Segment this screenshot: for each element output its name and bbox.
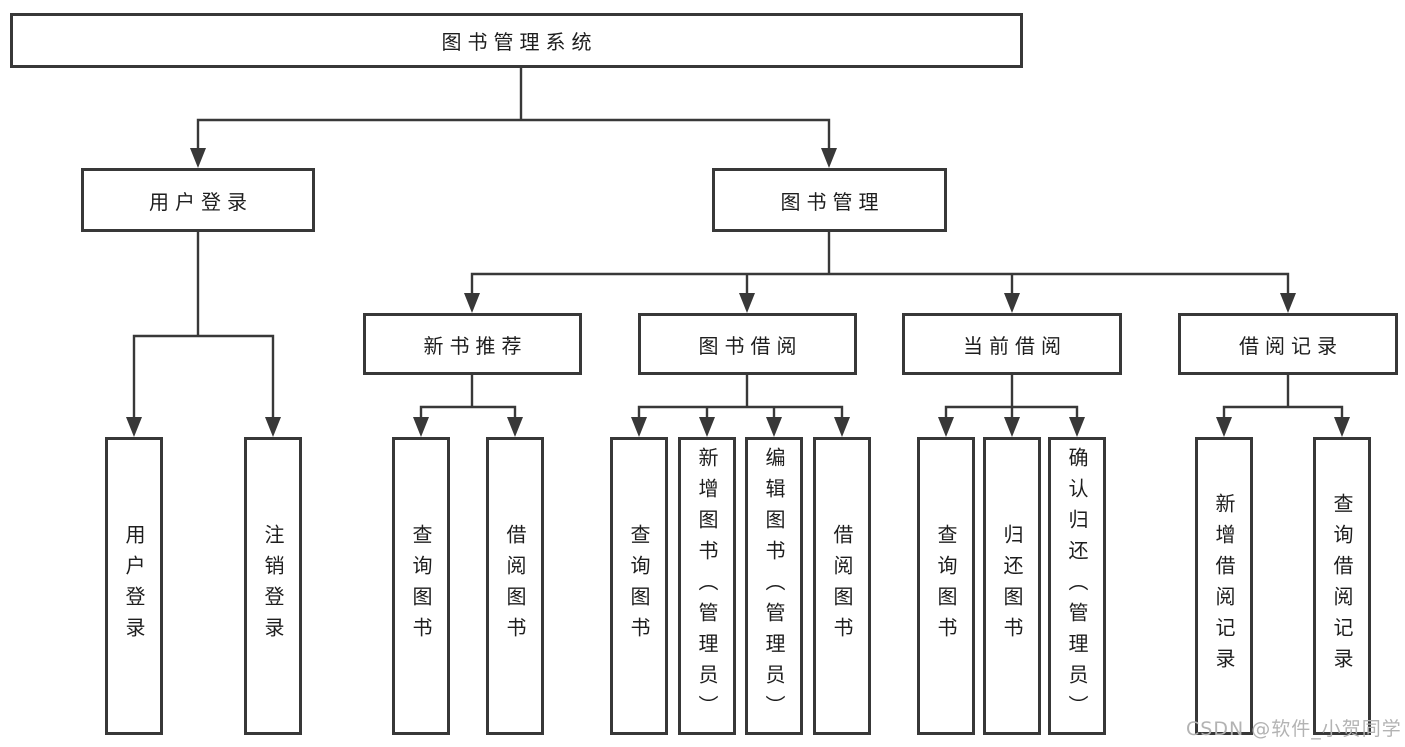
leaf-borrow-book-2: 借阅图书 xyxy=(813,437,871,735)
leaf-query-borrow-record: 查询借阅记录 xyxy=(1313,437,1371,735)
node-label: 新增图书（管理员） xyxy=(695,446,719,726)
node-label: 编辑图书（管理员） xyxy=(762,446,786,726)
node-label: 查询图书 xyxy=(627,524,651,648)
node-label: 图书管理 xyxy=(780,189,885,214)
node-label: 借阅图书 xyxy=(830,524,854,648)
leaf-query-book-2: 查询图书 xyxy=(610,437,668,735)
leaf-borrow-book-1: 借阅图书 xyxy=(486,437,544,735)
node-borrow-record: 借阅记录 xyxy=(1178,313,1398,375)
node-current-borrow: 当前借阅 xyxy=(902,313,1122,375)
node-label: 借阅记录 xyxy=(1239,333,1343,358)
node-library-management-system: 图书管理系统 xyxy=(10,13,1023,68)
node-new-book-recommend: 新书推荐 xyxy=(363,313,582,375)
node-label: 查询图书 xyxy=(934,524,958,648)
leaf-confirm-return-admin: 确认归还（管理员） xyxy=(1048,437,1106,735)
arrowheads xyxy=(126,148,1350,437)
node-label: 当前借阅 xyxy=(963,333,1067,358)
leaf-return-book: 归还图书 xyxy=(983,437,1041,735)
leaf-add-borrow-record: 新增借阅记录 xyxy=(1195,437,1253,735)
leaf-query-book-3: 查询图书 xyxy=(917,437,975,735)
node-label: 用户登录 xyxy=(122,524,146,648)
leaf-query-book-1: 查询图书 xyxy=(392,437,450,735)
node-label: 新增借阅记录 xyxy=(1212,493,1236,679)
leaf-user-login: 用户登录 xyxy=(105,437,163,735)
node-label: 新书推荐 xyxy=(423,333,528,358)
leaf-edit-book-admin: 编辑图书（管理员） xyxy=(745,437,803,735)
node-label: 图书借阅 xyxy=(698,333,803,358)
node-user-login: 用户登录 xyxy=(81,168,315,232)
node-book-management: 图书管理 xyxy=(712,168,947,232)
node-label: 查询图书 xyxy=(409,524,433,648)
node-label: 图书管理系统 xyxy=(441,30,598,54)
node-label: 用户登录 xyxy=(149,189,253,214)
node-label: 归还图书 xyxy=(1000,524,1024,648)
watermark: CSDN @软件_小贺同学 xyxy=(1186,718,1402,740)
leaf-add-book-admin: 新增图书（管理员） xyxy=(678,437,736,735)
node-label: 注销登录 xyxy=(261,524,285,648)
leaf-logout: 注销登录 xyxy=(244,437,302,735)
node-label: 借阅图书 xyxy=(503,524,527,648)
node-label: 确认归还（管理员） xyxy=(1065,446,1089,726)
node-label: 查询借阅记录 xyxy=(1330,493,1354,679)
node-book-borrow: 图书借阅 xyxy=(638,313,857,375)
